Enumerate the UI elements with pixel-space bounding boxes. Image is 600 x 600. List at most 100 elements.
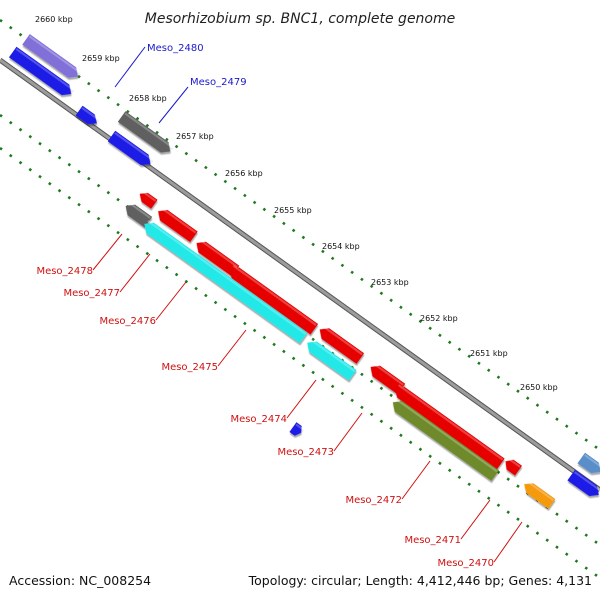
gene-highlight xyxy=(373,363,404,386)
gene-highlight xyxy=(584,454,600,469)
gene-label: Meso_2473 xyxy=(277,447,334,458)
gene-arrow xyxy=(107,130,151,166)
gene-feature xyxy=(75,105,100,125)
gene-arrow xyxy=(524,483,556,509)
gene-label: Meso_2474 xyxy=(230,414,287,425)
gene-feature xyxy=(505,457,522,476)
gene-feature xyxy=(144,220,308,344)
gene-arrow xyxy=(117,111,171,153)
map-title: Mesorhizobium sp. BNC1, complete genome xyxy=(145,11,456,27)
gene-arrow xyxy=(139,192,158,209)
gene-highlight xyxy=(398,384,504,461)
gene-arrow xyxy=(505,459,522,476)
gene-highlight xyxy=(128,201,151,219)
gene-highlight xyxy=(232,264,317,326)
accession-text: Accession: NC_008254 xyxy=(9,573,151,588)
gene-labels: Meso_2480Meso_2479Meso_2478Meso_2477Meso… xyxy=(36,43,523,569)
gene-highlight xyxy=(508,457,521,468)
scale-tick-label: 2655 kbp xyxy=(274,206,312,215)
gene-label-leader xyxy=(460,499,491,540)
gene-label-leader xyxy=(333,412,363,452)
gene-feature xyxy=(567,469,600,497)
gene-arrow xyxy=(370,365,406,395)
scale-tick-label: 2659 kbp xyxy=(82,54,120,63)
gene-arrow xyxy=(392,401,499,481)
gene-feature xyxy=(8,46,74,96)
gene-arrow xyxy=(229,267,319,335)
gene-feature xyxy=(117,111,173,153)
gene-label-leader xyxy=(92,233,123,271)
gene-highlight xyxy=(199,239,238,268)
gene-feature xyxy=(524,480,556,509)
gene-highlight xyxy=(124,112,173,149)
gene-arrow xyxy=(395,386,505,470)
topology-text: Topology: circular; Length: 4,412,446 bp… xyxy=(248,573,592,588)
gene-feature xyxy=(139,190,158,209)
gene-label: Meso_2478 xyxy=(36,266,93,277)
scale-tick-label: 2653 kbp xyxy=(371,278,409,287)
gene-feature xyxy=(107,130,153,166)
gene-label: Meso_2476 xyxy=(99,316,156,327)
gene-arrow xyxy=(125,204,153,228)
gene-highlight xyxy=(160,207,197,234)
gene-label: Meso_2470 xyxy=(437,558,494,569)
gene-arrow xyxy=(22,34,79,78)
gene-feature xyxy=(22,34,81,78)
gene-arrow xyxy=(319,328,365,364)
scale-tick-label: 2652 kbp xyxy=(420,314,458,323)
gene-feature xyxy=(196,239,240,277)
genome-backbone xyxy=(0,57,600,493)
gene-feature xyxy=(395,384,505,470)
gene-label: Meso_2480 xyxy=(147,43,204,54)
gene-highlight xyxy=(81,107,100,121)
gene-label-leader xyxy=(119,253,151,293)
gene-feature xyxy=(370,363,406,395)
scale-dot-rings xyxy=(0,18,600,580)
gene-highlight xyxy=(141,190,157,202)
gene-label-leader xyxy=(217,329,247,367)
gene-highlight xyxy=(574,471,600,492)
gene-arrow xyxy=(144,222,308,344)
gene-label-leader xyxy=(493,521,523,563)
gene-feature xyxy=(158,207,198,243)
gene-label-leader xyxy=(114,46,146,88)
gene-highlight xyxy=(322,325,363,356)
gene-highlight xyxy=(310,338,356,372)
gene-label-leader xyxy=(155,281,187,321)
gene-label: Meso_2475 xyxy=(161,362,218,373)
gene-label: Meso_2479 xyxy=(190,77,247,88)
scale-tick-label: 2654 kbp xyxy=(322,242,360,251)
outer-dot-ring xyxy=(0,18,600,452)
gene-label: Meso_2477 xyxy=(63,288,120,299)
gene-arrow xyxy=(577,452,600,474)
gene-arrow xyxy=(307,341,357,381)
gene-highlight xyxy=(147,220,307,335)
gene-feature xyxy=(289,422,304,436)
scale-tick-label: 2660 kbp xyxy=(35,15,73,24)
gene-highlight xyxy=(28,35,81,74)
gene-highlight xyxy=(114,132,153,161)
gene-feature xyxy=(392,398,499,481)
gene-feature xyxy=(125,201,153,228)
gene-feature xyxy=(319,325,365,364)
scale-tick-label: 2651 kbp xyxy=(470,349,508,358)
gene-label: Meso_2472 xyxy=(345,495,402,506)
gene-highlight xyxy=(395,398,498,473)
gene-highlight xyxy=(295,423,304,430)
gene-arrow xyxy=(196,241,240,277)
gene-feature xyxy=(577,452,600,474)
gene-arrow xyxy=(567,469,599,497)
gene-highlight xyxy=(526,480,554,501)
gene-highlight xyxy=(15,48,74,91)
scale-tick-label: 2657 kbp xyxy=(176,132,214,141)
gene-feature xyxy=(307,338,357,381)
gene-label: Meso_2471 xyxy=(404,535,461,546)
gene-arrow xyxy=(8,46,72,96)
gene-label-leader xyxy=(286,379,317,419)
scale-ticks: 2660 kbp 2659 kbp 2658 kbp 2657 kbp 2656 kbp… xyxy=(35,15,558,392)
scale-tick-label: 2658 kbp xyxy=(129,94,167,103)
gene-arrow xyxy=(75,105,97,125)
scale-tick-label: 2656 kbp xyxy=(225,169,263,178)
